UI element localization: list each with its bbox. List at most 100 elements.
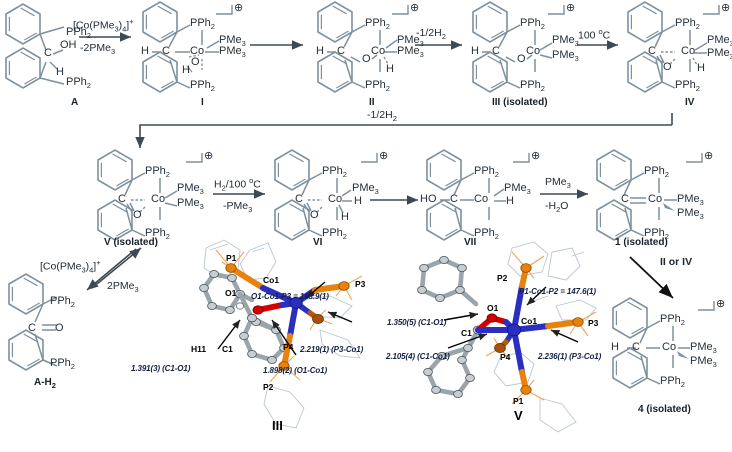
crystal-structure-III (199, 239, 363, 429)
label-IV-C: C (648, 45, 656, 57)
atom-label-III-P2: P2 (263, 382, 274, 392)
compound-label-1: 1 (isolated) (615, 237, 668, 248)
label-VI-H-a: H (354, 195, 362, 207)
charge-1: ⊕ (704, 150, 714, 162)
row2-arrows (213, 189, 588, 205)
label-II-pph2-bottom: PPh2 (365, 79, 390, 94)
label-I-C: C (162, 45, 170, 57)
label-V-Co: Co (151, 193, 166, 205)
atom-label-V-P2: P2 (497, 273, 508, 283)
charge-VII: ⊕ (531, 150, 541, 162)
compound-label-VI: VI (313, 237, 323, 248)
charge-4: ⊕ (716, 298, 726, 310)
label-II-H: H (316, 45, 324, 57)
label-II-pph2-top: PPh2 (365, 17, 390, 32)
atom-label-V-C1: C1 (461, 328, 472, 338)
label-4-Co: Co (662, 341, 677, 353)
label-AH2-pph2-bottom: PPh2 (50, 357, 75, 372)
charge-III: ⊕ (566, 2, 576, 14)
label-IV-pph2-bottom: PPh2 (675, 79, 700, 94)
label-4-pph2-bottom: PPh2 (660, 375, 685, 390)
compound-label-A: A (71, 97, 79, 108)
label-II-C: C (337, 45, 345, 57)
label-VI-pph2-bottom: PPh2 (322, 227, 347, 242)
compound-label-III: III (isolated) (492, 97, 548, 108)
label-II-pme3-a: PMe3 (397, 34, 424, 49)
label-VI-pme3: PMe3 (352, 182, 379, 197)
label-AH2-pph2-top: PPh2 (50, 295, 75, 310)
structure-1 (596, 149, 677, 241)
label-III-O: O (517, 53, 526, 65)
label-4-pme3-a: PMe3 (690, 341, 717, 356)
label-4-H: H (611, 341, 619, 353)
branch-left-cond-above: [Co(PMe3)4]+ (40, 258, 101, 275)
label-4-pme3-b: PMe3 (690, 355, 717, 370)
charge-I: ⊕ (234, 2, 244, 14)
structure-V (97, 149, 178, 241)
metric-V-angle: P1-Co1-P2 = 147.6(1) (519, 287, 596, 296)
branch-left-cond-below: 2PMe3 (107, 280, 139, 295)
branch-left-arrow (86, 247, 142, 291)
label-I-pme3-a: PMe3 (219, 34, 246, 49)
structure-4 (612, 297, 715, 389)
label-I-Co: Co (190, 45, 205, 57)
compound-label-A-H2: A-H2 (34, 377, 56, 390)
atom-label-III-Co1: Co1 (263, 275, 280, 285)
arrow-cond-1-above: [Co(PMe3)4]+ (73, 17, 134, 34)
label-V-O: O (133, 209, 142, 221)
charge-II: ⊕ (410, 2, 420, 14)
compound-label-4: 4 (isolated) (638, 404, 691, 415)
metric-V-p3co1: 2.236(1) (P3-Co1) (538, 352, 602, 361)
label-VII-pph2-top: PPh2 (474, 165, 499, 180)
label-1-pme3-a: PMe3 (677, 193, 704, 208)
structure-IV (627, 1, 708, 93)
label-VI-Co: Co (328, 193, 343, 205)
label-1-pph2-top: PPh2 (644, 165, 669, 180)
charge-brackets-row2 (186, 153, 703, 163)
atom-label-V-O1: O1 (487, 303, 499, 313)
label-II-H-hydride: H (386, 63, 394, 75)
label-VI-C: C (295, 193, 303, 205)
atom-label-V-Co1: Co1 (521, 316, 538, 326)
label-VII-Co: Co (474, 193, 489, 205)
arrow-cond-r2-1-above: H2/100 oC (214, 176, 261, 193)
atom-label-III-P3: P3 (355, 279, 366, 289)
label-V-pph2-top: PPh2 (145, 165, 170, 180)
structure-A-H2 (8, 273, 58, 371)
label-IV-H: H (697, 62, 705, 74)
atom-label-V-P1: P1 (513, 396, 524, 406)
label-4-pph2-top: PPh2 (660, 313, 685, 328)
label-A-pph2-bottom: PPh2 (66, 76, 91, 91)
metric-III-p3co1: 2.219(1) (P3-Co1) (300, 345, 364, 354)
label-VII-C: C (450, 193, 458, 205)
arrow-cond-1-below: -2PMe3 (80, 42, 116, 57)
arrow-cond-4-above: 100 oC (578, 27, 611, 42)
label-IV-pph2-top: PPh2 (675, 17, 700, 32)
long-arrow-label: -1/2H2 (367, 109, 397, 124)
label-A-OH: OH (60, 39, 77, 51)
compound-label-IV: IV (685, 97, 695, 108)
arrow-cond-r2-1-below: -PMe3 (223, 200, 253, 215)
label-V-pme3-b: PMe3 (177, 197, 204, 212)
label-I-O: O (191, 56, 200, 68)
atom-label-III-P4: P4 (283, 342, 294, 352)
label-I-H2: H (182, 64, 190, 76)
crystal-structure-V (417, 241, 597, 433)
label-I-pph2-bottom: PPh2 (190, 79, 215, 94)
branch-right-arrow (629, 256, 674, 299)
charge-V: ⊕ (204, 150, 214, 162)
label-A-C: C (44, 47, 52, 59)
label-II-O: O (362, 53, 371, 65)
row1-arrows (79, 32, 618, 50)
crystal-title-III: III (272, 418, 283, 433)
label-IV-O: O (663, 61, 672, 73)
label-V-pph2-bottom: PPh2 (145, 227, 170, 242)
atom-label-III-P1: P1 (226, 253, 237, 263)
structure-I (142, 1, 220, 93)
label-V-pme3-a: PMe3 (177, 182, 204, 197)
metric-III-c1o1: 1.391(3) (C1-O1) (131, 364, 191, 373)
metric-V-c1o1: 1.350(5) (C1-O1) (387, 318, 447, 327)
charge-IV: ⊕ (721, 2, 731, 14)
label-1-Co: Co (648, 193, 663, 205)
